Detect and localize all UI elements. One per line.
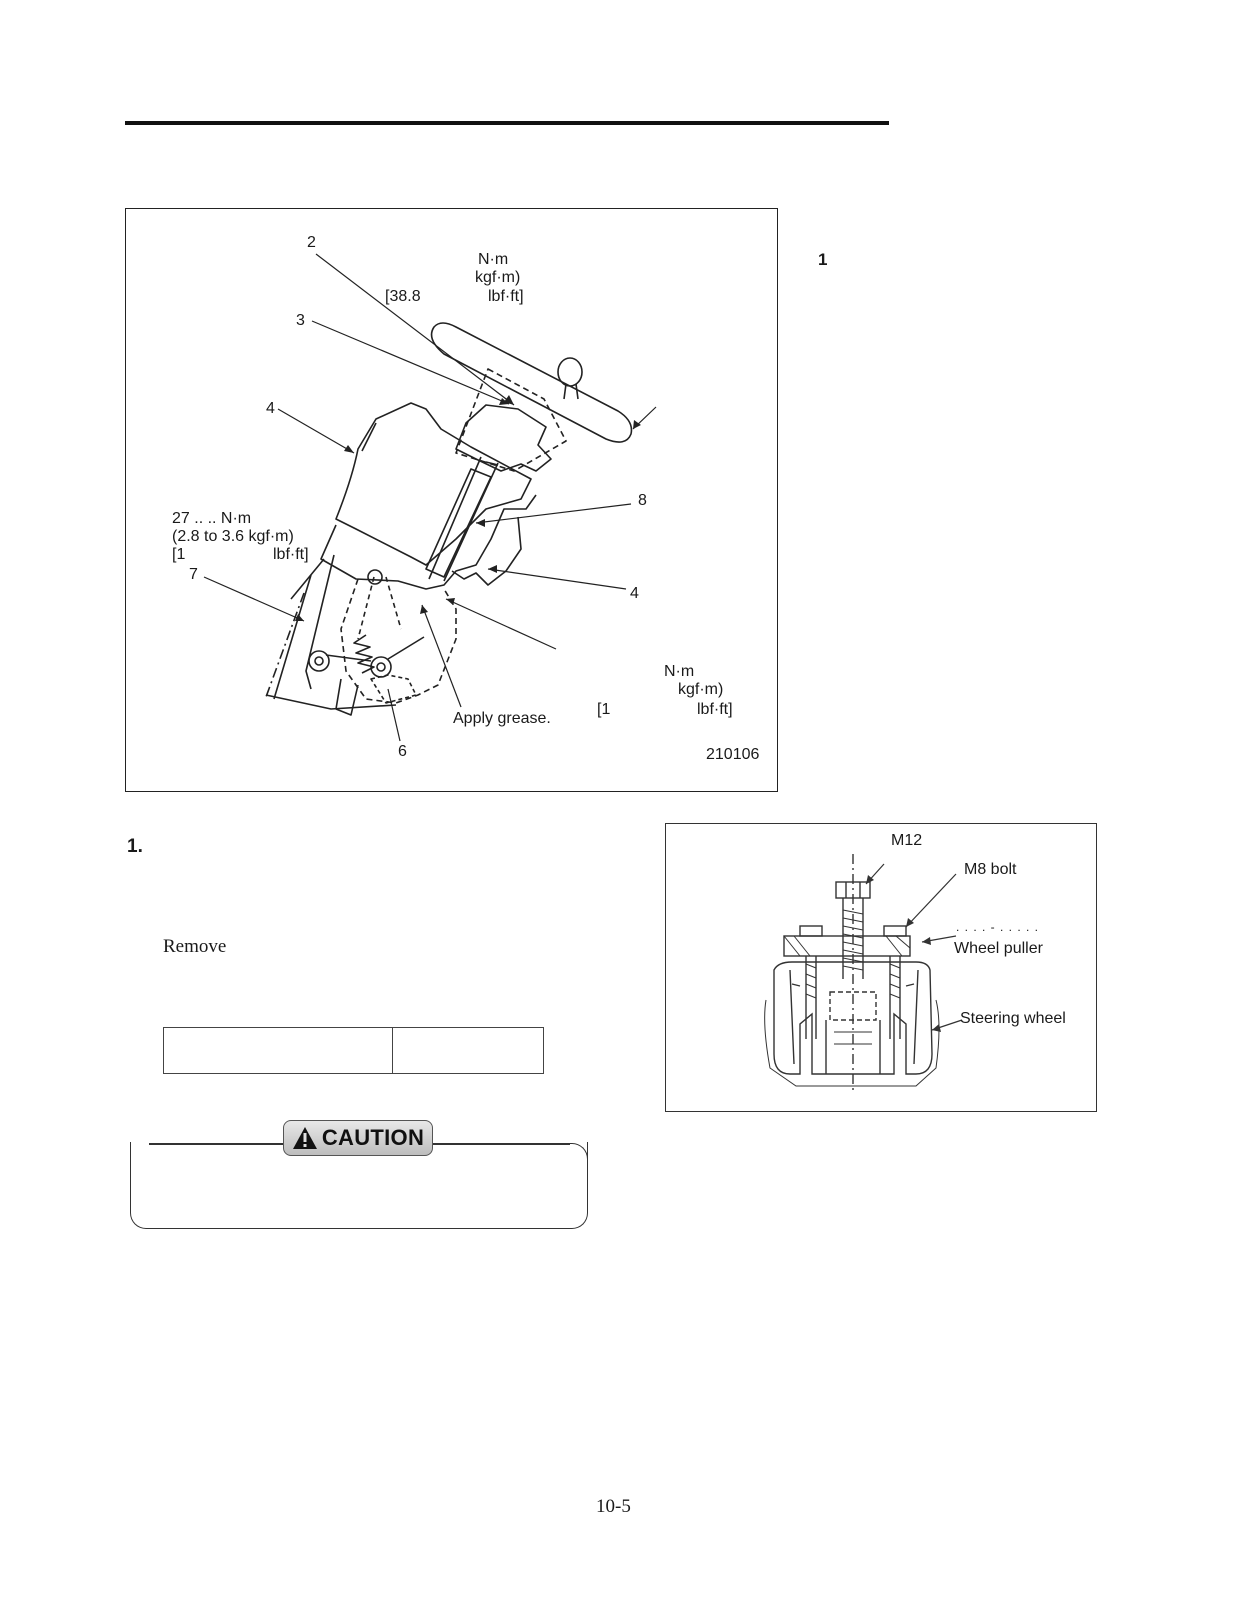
torque-left-kgfm: (2.8 to 3.6 kgf·m) (172, 528, 294, 545)
part-number-label: . . . . - . . . . . (956, 920, 1040, 934)
steering-column-drawing (203, 253, 657, 742)
table-row (163, 1027, 544, 1074)
steering-wheel-label: Steering wheel (960, 1010, 1066, 1027)
torque-right-nm: N·m (664, 663, 695, 680)
caution-border-left (149, 1143, 283, 1145)
caution-label: CAUTION (321, 1125, 425, 1150)
torque-top-lbfft-right: lbf·ft] (488, 288, 524, 305)
remove-instruction: Remove (163, 936, 227, 957)
torque-right-lbfft-left: [1 (597, 701, 611, 718)
torque-top-kgfm: kgf·m) (475, 269, 521, 286)
step-number: 1. (127, 836, 143, 857)
wheel-puller-figure: M12 M8 bolt . . . . - . . . . . Wheel pu… (665, 823, 1097, 1112)
callout-7: 7 (189, 566, 198, 583)
torque-left-nm: 27 .. .. N·m (172, 510, 252, 527)
torque-top-lbfft-left: [38.8 (385, 288, 421, 305)
torque-left-lbfft-left: [1 (172, 546, 186, 563)
table-cell-tool (163, 1027, 393, 1074)
tool-table (163, 1027, 544, 1074)
callout-3: 3 (296, 312, 305, 329)
caution-badge: CAUTION (283, 1120, 433, 1156)
torque-right-lbfft-right: lbf·ft] (697, 701, 733, 718)
torque-right-kgfm: kgf·m) (678, 681, 724, 698)
torque-left-lbfft-right: lbf·ft] (273, 546, 309, 563)
steering-column-figure: 2 3 4 8 4 7 6 N·m kgf·m) [38.8 lbf·ft] 2… (125, 208, 778, 792)
callout-2: 2 (307, 234, 316, 251)
m8-bolt-label: M8 bolt (964, 861, 1017, 878)
callout-4-upper: 4 (266, 400, 275, 417)
page-number: 10-5 (596, 1496, 631, 1517)
callout-6: 6 (398, 743, 407, 760)
m12-bolt-label: M12 (891, 832, 923, 849)
figure-id: 210106 (706, 746, 760, 763)
caution-box (130, 1142, 588, 1229)
torque-top-nm: N·m (478, 251, 509, 268)
section-number: 1 (818, 250, 828, 269)
callout-4-lower: 4 (630, 585, 639, 602)
table-cell-part-number (392, 1027, 544, 1074)
wheel-puller-drawing (764, 854, 963, 1094)
header-rule (125, 121, 889, 125)
apply-grease-note: Apply grease. (453, 710, 551, 727)
wheel-puller-label: Wheel puller (954, 940, 1043, 957)
warning-triangle-icon (292, 1127, 317, 1149)
callout-8: 8 (638, 492, 647, 509)
caution-border-right (432, 1143, 570, 1145)
